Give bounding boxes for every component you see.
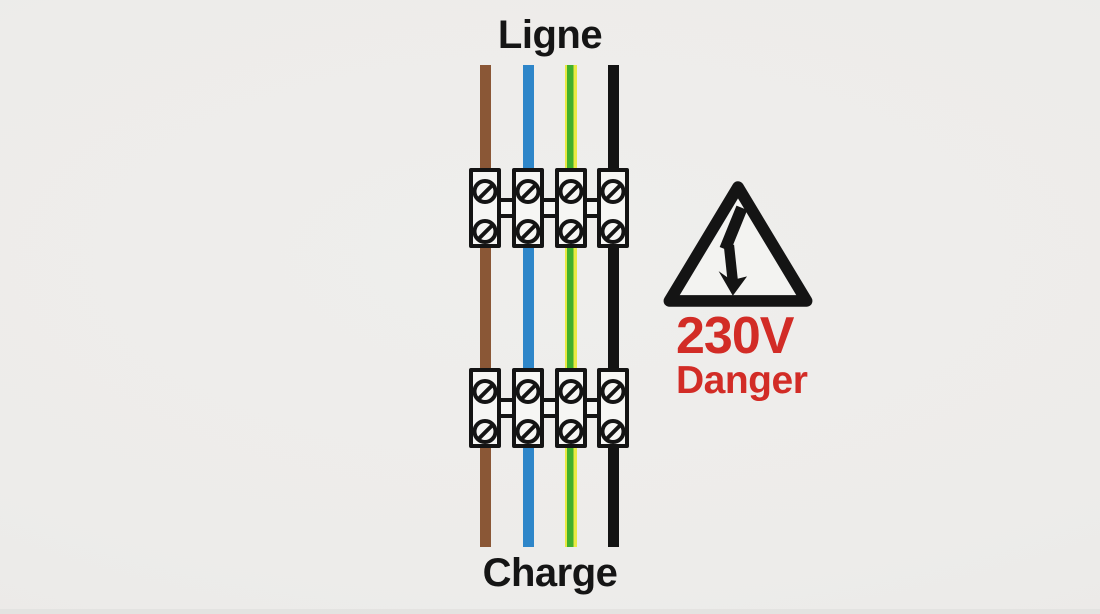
screw-terminal-icon — [558, 419, 584, 444]
green-yellow-earth-wire — [565, 65, 577, 547]
black-line-wire — [607, 65, 619, 547]
screw-terminal-icon — [600, 419, 626, 444]
terminal-block — [469, 168, 501, 248]
screw-terminal-icon — [472, 179, 498, 204]
screw-terminal-icon — [558, 179, 584, 204]
terminal-block — [469, 368, 501, 448]
screw-terminal-icon — [600, 179, 626, 204]
terminal-block — [597, 368, 629, 448]
screw-terminal-icon — [558, 379, 584, 404]
screw-terminal-icon — [558, 219, 584, 244]
screw-terminal-icon — [472, 419, 498, 444]
screw-terminal-icon — [515, 419, 541, 444]
terminal-block — [555, 168, 587, 248]
screw-terminal-icon — [600, 219, 626, 244]
blue-neutral-wire — [522, 65, 534, 547]
terminal-block — [555, 368, 587, 448]
terminal-block — [512, 168, 544, 248]
screw-terminal-icon — [472, 219, 498, 244]
screw-terminal-icon — [472, 379, 498, 404]
terminal-block — [512, 368, 544, 448]
voltage-label: 230V — [676, 307, 794, 365]
screw-terminal-icon — [515, 179, 541, 204]
line-label: Ligne — [497, 13, 603, 57]
screw-terminal-icon — [515, 379, 541, 404]
high-voltage-warning-icon — [663, 181, 813, 307]
screw-terminal-icon — [515, 219, 541, 244]
load-label: Charge — [482, 551, 618, 595]
danger-label: Danger — [676, 359, 808, 402]
screw-terminal-icon — [600, 379, 626, 404]
brown-phase-wire — [479, 65, 491, 547]
terminal-block — [597, 168, 629, 248]
